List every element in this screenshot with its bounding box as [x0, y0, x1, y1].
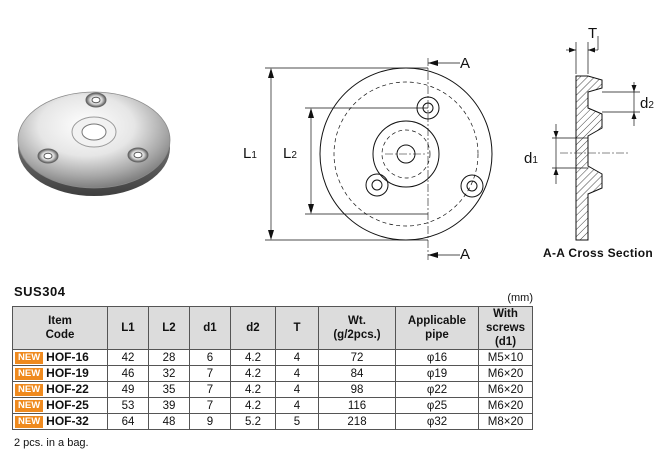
- cell-t: 4: [275, 365, 319, 382]
- product-photo: [17, 91, 171, 196]
- new-badge: NEW: [15, 384, 44, 396]
- material-label: SUS304: [14, 284, 66, 299]
- header-d2: d2: [230, 306, 276, 350]
- cell-screws: M5×10: [478, 349, 533, 366]
- cell-d1: 7: [189, 365, 231, 382]
- new-badge: NEW: [15, 400, 44, 412]
- cell-l2: 32: [148, 365, 190, 382]
- header-l2: L2: [148, 306, 190, 350]
- cell-l2: 48: [148, 413, 190, 430]
- new-badge: NEW: [15, 352, 44, 364]
- cell-l1: 49: [107, 381, 149, 398]
- item-code: HOF-25: [46, 398, 89, 412]
- cell-t: 4: [275, 349, 319, 366]
- cell-l1: 53: [107, 397, 149, 414]
- cell-screws: M8×20: [478, 413, 533, 430]
- cell-pipe: φ32: [395, 413, 479, 430]
- cell-screws: M6×20: [478, 397, 533, 414]
- new-badge: NEW: [15, 416, 44, 428]
- cell-d1: 6: [189, 349, 231, 366]
- cell-d1: 9: [189, 413, 231, 430]
- cell-t: 4: [275, 397, 319, 414]
- cell-l1: 46: [107, 365, 149, 382]
- header-with-screws: With screws(d1): [478, 306, 533, 350]
- cell-d2: 4.2: [230, 381, 276, 398]
- item-code: HOF-22: [46, 382, 89, 396]
- new-badge: NEW: [15, 368, 44, 380]
- cell-wt: 84: [318, 365, 396, 382]
- cell-l2: 35: [148, 381, 190, 398]
- cell-d2: 4.2: [230, 397, 276, 414]
- item-code: HOF-32: [46, 414, 89, 428]
- dimension-label-d1: d1: [524, 150, 538, 167]
- header-l1: L1: [107, 306, 149, 350]
- item-code: HOF-16: [46, 350, 89, 364]
- header-t: T: [275, 306, 319, 350]
- cell-t: 4: [275, 381, 319, 398]
- dimension-label-t: T: [588, 25, 598, 42]
- dimension-label-d2: d2: [640, 95, 654, 112]
- unit-label: (mm): [507, 292, 533, 304]
- section-marker-bottom: A: [460, 246, 471, 263]
- dimension-label-l2: L2: [283, 145, 297, 162]
- footnote: 2 pcs. in a bag.: [14, 437, 89, 449]
- cell-t: 5: [275, 413, 319, 430]
- cell-l1: 64: [107, 413, 149, 430]
- cell-d2: 4.2: [230, 349, 276, 366]
- cell-wt: 72: [318, 349, 396, 366]
- cell-screws: M6×20: [478, 381, 533, 398]
- cross-section-caption: A-A Cross Section: [543, 246, 654, 260]
- cell-l2: 28: [148, 349, 190, 366]
- cell-l1: 42: [107, 349, 149, 366]
- cell-pipe: φ25: [395, 397, 479, 414]
- header-d1: d1: [189, 306, 231, 350]
- cell-d2: 5.2: [230, 413, 276, 430]
- cell-screws: M6×20: [478, 365, 533, 382]
- cell-pipe: φ22: [395, 381, 479, 398]
- cell-wt: 116: [318, 397, 396, 414]
- item-code: HOF-19: [46, 366, 89, 380]
- cell-d1: 7: [189, 381, 231, 398]
- cell-wt: 218: [318, 413, 396, 430]
- header-weight: Wt.(g/2pcs.): [318, 306, 396, 350]
- cell-d1: 7: [189, 397, 231, 414]
- section-marker-top: A: [460, 55, 471, 72]
- cell-wt: 98: [318, 381, 396, 398]
- cell-l2: 39: [148, 397, 190, 414]
- front-view-drawing: [265, 58, 493, 260]
- cross-section-drawing: [552, 36, 640, 241]
- cell-pipe: φ16: [395, 349, 479, 366]
- cell-pipe: φ19: [395, 365, 479, 382]
- dimension-label-l1: L1: [243, 145, 257, 162]
- cell-d2: 4.2: [230, 365, 276, 382]
